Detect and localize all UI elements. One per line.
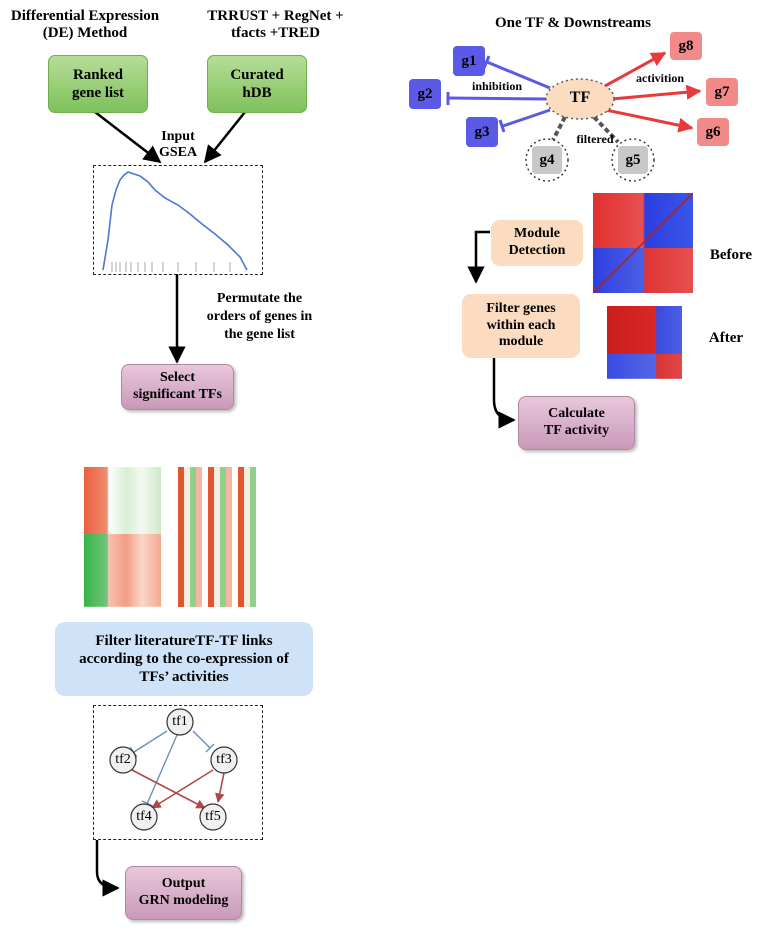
before-correlation-heatmap [593, 193, 693, 293]
tf5-node: tf5 [205, 809, 221, 824]
filtered-label: filtered [576, 132, 614, 146]
grn-network-frame [93, 705, 263, 840]
inhibition-edges [446, 55, 551, 133]
gene-g6: g6 [697, 118, 729, 146]
tf3-node: tf3 [216, 752, 232, 767]
filter-to-calc-arrow [492, 358, 516, 429]
tf-activity-heatmap-left [84, 467, 161, 607]
tf-node-label: TF [569, 89, 591, 106]
activition-label: activition [636, 71, 684, 85]
ranked-to-gsea-arrow [94, 111, 162, 164]
module-to-filter-arrow [467, 230, 490, 284]
after-correlation-heatmap [607, 306, 682, 379]
de-method-label: Differential Expression(DE) Method [10, 8, 160, 42]
one-tf-title: One TF & Downstreams [495, 15, 651, 31]
tf1-node: tf1 [172, 714, 188, 729]
tf-node-shape [545, 78, 615, 120]
tf4-node: tf4 [136, 809, 152, 824]
activation-edges [604, 51, 702, 133]
gene-g8: g8 [670, 32, 702, 60]
gene-g5: g5 [618, 146, 648, 174]
inhibition-label: inhibition [471, 79, 523, 93]
g4-dotted-ring [525, 138, 569, 182]
tf-network [109, 708, 238, 831]
g5-dotted-ring [611, 138, 655, 182]
gene-g2: g2 [409, 79, 441, 109]
gsea-plot-frame [93, 165, 263, 275]
gene-g4: g4 [532, 146, 562, 174]
db-sources-label: TRRUST + RegNet +tfacts +TRED [207, 8, 344, 42]
before-label: Before [709, 247, 753, 263]
tf-activity-heatmap-right [178, 467, 256, 607]
gsea-plot [102, 171, 248, 272]
grn-to-output-arrow [95, 840, 120, 897]
tf2-node: tf2 [115, 752, 131, 767]
hdb-to-gsea-arrow [203, 111, 246, 164]
gene-g3: g3 [466, 117, 498, 147]
gene-g7: g7 [706, 78, 738, 106]
filtered-edges [551, 115, 620, 144]
gene-g1: g1 [453, 46, 485, 76]
after-label: After [708, 330, 744, 346]
